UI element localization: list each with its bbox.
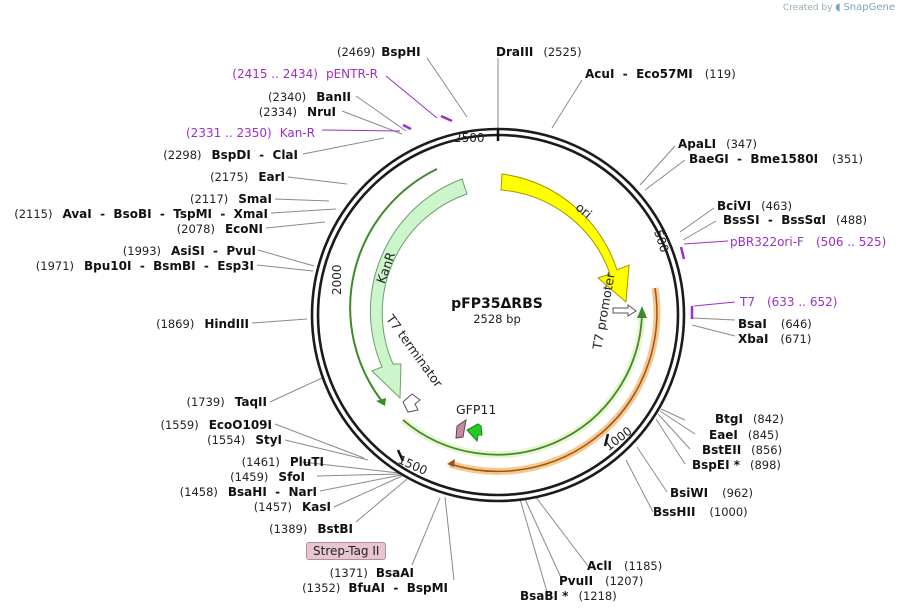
restriction-sites: (2469)BspHI DraIII(2525) AcuI - Eco57MI(… — [14, 45, 867, 603]
primer-marks — [402, 114, 694, 319]
plasmid-size: 2528 bp — [473, 312, 521, 326]
site-label[interactable]: (1371)BsaAI — [330, 566, 414, 580]
plasmid-name: pFP35ΔRBS — [451, 296, 543, 312]
site-label[interactable]: (1461)PluTI — [242, 455, 324, 469]
site-label[interactable]: (2334)NruI — [259, 105, 336, 119]
site-label[interactable]: BssHII(1000) — [653, 505, 748, 519]
site-label[interactable]: (1458)BsaHI - NarI — [180, 485, 317, 499]
orf-orange-arrowhead-icon — [447, 459, 455, 467]
site-label[interactable]: (1352)BfuAI - BspMI — [302, 581, 448, 595]
t7-terminator-arrow — [402, 393, 421, 413]
site-label[interactable]: AclI(1185) — [587, 559, 662, 573]
strep-tag-marker — [455, 418, 467, 439]
site-label[interactable]: BstEII(856) — [702, 443, 782, 457]
site-label[interactable]: (2469)BspHI — [337, 45, 421, 59]
site-label[interactable]: (1459)SfoI — [230, 470, 305, 484]
primer-label[interactable]: (2415 .. 2434)pENTR-R — [232, 67, 378, 81]
ori-feature-arrow — [500, 173, 630, 304]
site-label[interactable]: (2115)AvaI - BsoBI - TspMI - XmaI — [14, 207, 268, 221]
site-label[interactable]: BtgI(842) — [715, 412, 784, 426]
gfp11-arrow — [466, 423, 483, 443]
gfp11-label: GFP11 — [456, 402, 496, 417]
orf-arc-orange-line — [449, 287, 658, 473]
site-label[interactable]: AcuI - Eco57MI(119) — [585, 67, 736, 81]
site-label[interactable]: (1971)Bpu10I - BsmBI - Esp3I — [36, 259, 254, 273]
site-label[interactable]: BciVI(463) — [717, 199, 792, 213]
site-label[interactable]: (1869)HindIII — [156, 317, 249, 331]
site-label[interactable]: (2298)BspDI - ClaI — [163, 148, 298, 162]
kanr-arrowhead-icon — [376, 398, 386, 406]
orf-arrowhead-icon — [637, 306, 647, 318]
site-label[interactable]: (1389)BstBI — [269, 522, 353, 536]
site-label[interactable]: ApaLI(347) — [678, 137, 757, 151]
leader-lines — [251, 57, 736, 593]
primer-label[interactable]: pBR322ori-F(506 .. 525) — [730, 235, 886, 249]
site-label[interactable]: (2175)EarI — [210, 170, 285, 184]
kanr-outline-arc — [349, 168, 438, 401]
watermark-brand: SnapGene — [843, 2, 895, 13]
site-label[interactable]: EaeI(845) — [709, 428, 779, 442]
primer-leaders — [321, 75, 736, 307]
position-tick-marks — [396, 129, 610, 462]
tick-label: 2500 — [454, 131, 485, 145]
orf-arc-green-line — [402, 313, 643, 456]
site-label[interactable]: BssSI - BssSαI(488) — [723, 213, 867, 227]
snapgene-watermark: Created by ◖ SnapGene — [783, 2, 895, 13]
primer-label[interactable]: (2331 .. 2350)Kan-R — [186, 126, 315, 140]
tick-label: 500 — [651, 228, 671, 254]
site-label[interactable]: BsaBI *(1218) — [520, 589, 617, 603]
site-label[interactable]: (1559)EcoO109I — [160, 418, 272, 432]
strep-tag-label: Strep-Tag II — [306, 542, 387, 560]
site-label[interactable]: (1554)StyI — [207, 433, 282, 447]
t7-promoter-arrow — [612, 304, 637, 317]
kanr-label: KanR — [373, 250, 398, 286]
snapgene-logo-icon: ◖ — [835, 2, 841, 13]
site-label[interactable]: (1739)TaqII — [186, 395, 267, 409]
site-label[interactable]: PvuII(1207) — [559, 574, 643, 588]
site-label[interactable]: BspEI *(898) — [692, 458, 781, 472]
kanr-feature-arrow — [369, 178, 468, 400]
site-label[interactable]: (2340)BanII — [268, 90, 351, 104]
site-label[interactable]: (2078)EcoNI — [177, 222, 263, 236]
site-label[interactable]: XbaI(671) — [738, 332, 811, 346]
primer-label[interactable]: T7(633 .. 652) — [739, 295, 837, 309]
site-label[interactable]: (2117)SmaI — [190, 192, 272, 206]
site-label[interactable]: BsaI(646) — [738, 317, 812, 331]
watermark-prefix: Created by — [782, 3, 833, 13]
site-label[interactable]: BaeGI - Bme1580I(351) — [689, 152, 863, 166]
site-label[interactable]: (1457)KasI — [254, 500, 331, 514]
site-label[interactable]: BsiWI(962) — [670, 486, 753, 500]
tick-label: 2000 — [330, 264, 344, 295]
site-label[interactable]: (1993)AsiSI - PvuI — [123, 244, 256, 258]
primer-labels: (2415 .. 2434)pENTR-R (2331 .. 2350)Kan-… — [186, 67, 886, 309]
site-label[interactable]: DraIII(2525) — [496, 45, 582, 59]
